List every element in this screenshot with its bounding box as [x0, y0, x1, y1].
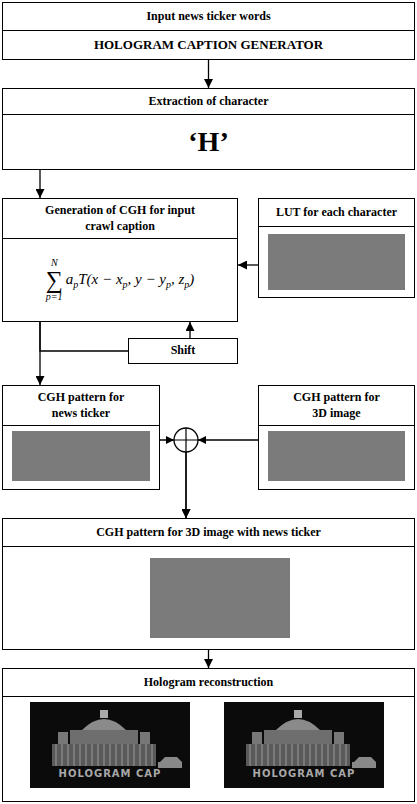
- box-title: CGH pattern for news ticker: [31, 390, 131, 421]
- box-header: Generation of CGH for input crawl captio…: [3, 199, 237, 239]
- image-caption: HOLOGRAM CAP: [224, 768, 384, 779]
- process-box: CGH pattern for 3D image: [258, 385, 415, 490]
- box-body: Shift: [129, 339, 237, 363]
- box-body: ‘H’: [3, 115, 414, 169]
- sum-limit: p=1: [46, 292, 63, 302]
- formula-text: , z: [171, 271, 184, 287]
- formula-term: apT(x − xp, y − yp, zp): [66, 271, 195, 290]
- cgh-pattern: [268, 234, 405, 290]
- formula-text: T(x − x: [78, 271, 122, 287]
- flow-arrow: [40, 322, 128, 351]
- formula: N∑p=1apT(x − xp, y − yp, zp): [3, 239, 237, 321]
- box-title: Input news ticker words: [146, 9, 270, 25]
- cgh-pattern: [150, 558, 290, 638]
- box-header: LUT for each character: [259, 199, 414, 227]
- box-header: Extraction of character: [3, 89, 414, 115]
- cgh-pattern: [268, 431, 405, 481]
- flow-arrow: [186, 440, 258, 518]
- flow-arrow: [208, 650, 209, 668]
- box-text: HOLOGRAM CAPTION GENERATOR: [94, 37, 323, 54]
- formula-text: a: [66, 271, 74, 287]
- process-box: CGH pattern for news ticker: [2, 385, 160, 490]
- arrowhead: [198, 436, 206, 444]
- flow-arrow: [208, 60, 209, 88]
- formula-text: ): [189, 271, 194, 287]
- process-box: LUT for each character: [258, 198, 415, 298]
- summation: N∑p=1: [46, 258, 63, 302]
- box-title: Shift: [171, 343, 196, 359]
- formula-text: , y − y: [128, 271, 166, 287]
- sum-sign: ∑: [46, 268, 63, 292]
- flow-arrow: [189, 322, 190, 338]
- box-title: Extraction of character: [149, 94, 269, 110]
- flow-arrow: [39, 170, 40, 198]
- box-title: Generation of CGH for input crawl captio…: [45, 203, 195, 234]
- flow-arrow: [238, 264, 258, 265]
- subscript: p: [123, 279, 128, 290]
- box-title: CGH pattern for 3D image with news ticke…: [96, 525, 321, 541]
- arrowhead: [166, 436, 174, 444]
- box-header: CGH pattern for news ticker: [3, 386, 159, 426]
- box-title: LUT for each character: [276, 205, 397, 221]
- subscript: p: [73, 279, 78, 290]
- box-header: CGH pattern for 3D image with news ticke…: [3, 519, 414, 547]
- box-body: HOLOGRAM CAPTION GENERATOR: [3, 31, 414, 59]
- reconstructed-image: [30, 702, 190, 788]
- process-box: CGH pattern for 3D image with news ticke…: [2, 518, 415, 650]
- subscript: p: [166, 279, 171, 290]
- box-title: CGH pattern for 3D image: [287, 390, 387, 421]
- process-box: Shift: [128, 338, 238, 364]
- process-box: Extraction of character ‘H’: [2, 88, 415, 170]
- reconstructed-image: [224, 702, 384, 788]
- box-title: Hologram reconstruction: [144, 675, 273, 691]
- box-header: CGH pattern for 3D image: [259, 386, 414, 426]
- box-header: Hologram reconstruction: [3, 669, 414, 697]
- cgh-pattern: [12, 431, 150, 481]
- process-box: Generation of CGH for input crawl captio…: [2, 198, 238, 322]
- box-header: Input news ticker words: [3, 3, 414, 31]
- process-box: Hologram reconstructionHOLOGRAM CAP HOLOG…: [2, 668, 415, 802]
- sum-symbol: [174, 428, 198, 452]
- sum-limit: N: [51, 258, 58, 268]
- image-caption: HOLOGRAM CAP: [30, 768, 190, 779]
- box-text: ‘H’: [188, 124, 228, 160]
- sum-cross: [174, 428, 198, 452]
- process-box: Input news ticker wordsHOLOGRAM CAPTION …: [2, 2, 415, 60]
- subscript: p: [184, 279, 189, 290]
